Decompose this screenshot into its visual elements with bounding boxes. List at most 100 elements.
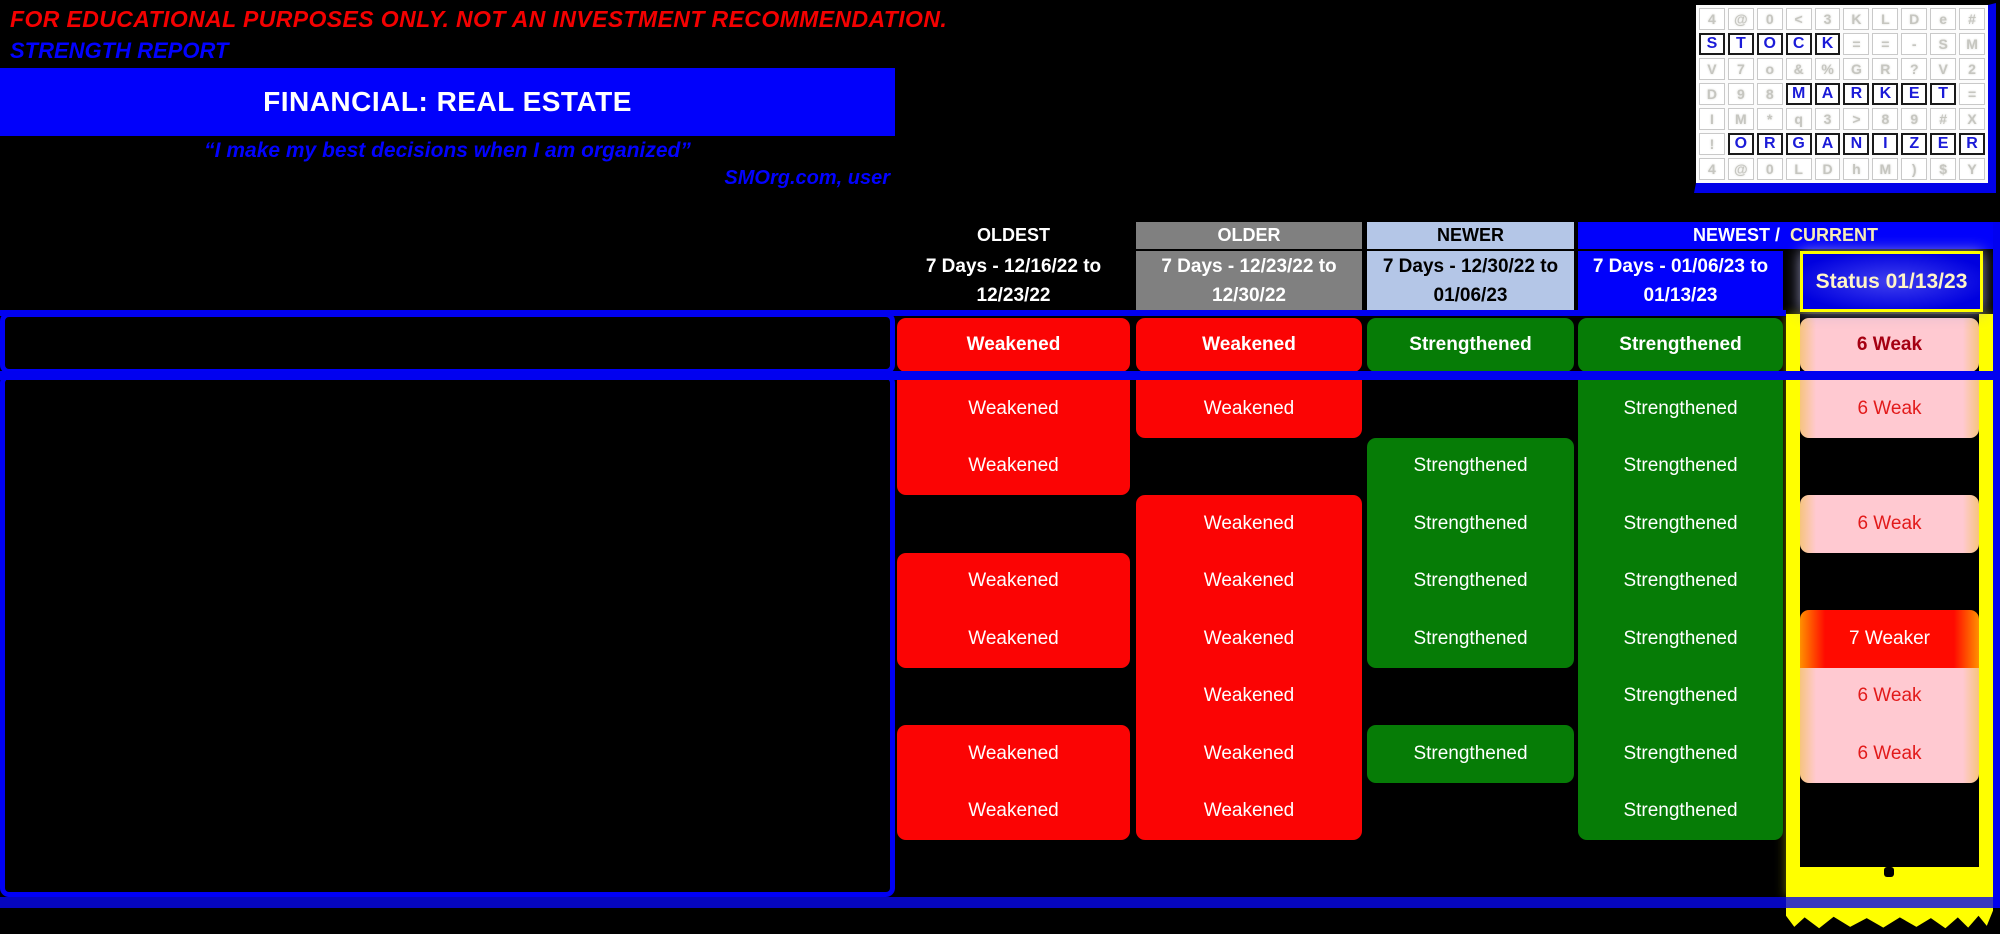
table-right-border (1993, 222, 2000, 908)
cell-newest-row-3: Strengthened (1578, 437, 1783, 495)
cell-oldest-row-3: Weakened (897, 437, 1130, 495)
logo-filler-tile: 2 (1959, 58, 1985, 80)
logo-word-tile: R (1756, 133, 1783, 155)
logo-filler-tile: # (1930, 108, 1957, 130)
logo-filler-tile: # (1959, 8, 1985, 30)
status-cell-row-4: 6 Weak (1800, 495, 1979, 553)
cell-newest-row-6: Strengthened (1578, 610, 1783, 668)
cell-oldest-row-8: Weakened (897, 725, 1130, 783)
logo-filler-tile: 3 (1814, 8, 1841, 30)
table-bottom-bar (0, 897, 2000, 908)
redacted-top-row-box (0, 312, 895, 374)
cell-older-row-5: Weakened (1136, 552, 1362, 610)
date-range-older: 7 Days - 12/23/22 to 12/30/22 (1136, 251, 1362, 312)
table-first-row-divider (0, 371, 1993, 380)
sector-title-bar: FINANCIAL: REAL ESTATE (0, 68, 895, 136)
logo-word-tile: G (1785, 133, 1812, 155)
logo-filler-tile: 0 (1756, 158, 1783, 180)
logo-word-tile: C (1785, 33, 1812, 55)
logo-word-tile: R (1843, 83, 1870, 105)
logo-filler-tile: 4 (1699, 8, 1725, 30)
logo-word-tile: O (1756, 33, 1783, 55)
cell-newest-row-5: Strengthened (1578, 552, 1783, 610)
motto-quote: “I make my best decisions when I am orga… (204, 139, 691, 162)
logo-filler-tile: e (1930, 8, 1957, 30)
cell-newest-row-7: Strengthened (1578, 667, 1783, 725)
cell-newer-row-8: Strengthened (1367, 725, 1574, 783)
logo-filler-tile: D (1699, 83, 1725, 105)
logo-filler-tile: Y (1959, 158, 1985, 180)
logo-filler-tile: = (1959, 83, 1985, 105)
logo-filler-tile: D (1814, 158, 1841, 180)
logo-word-tile: K (1814, 33, 1841, 55)
logo-word-tile: N (1843, 133, 1870, 155)
date-range-newest: 7 Days - 01/06/23 to 01/13/23 (1578, 251, 1783, 312)
logo-filler-tile: ! (1699, 133, 1725, 155)
logo-word-tile: T (1930, 83, 1957, 105)
logo-filler-tile: M (1727, 108, 1754, 130)
logo-filler-tile: @ (1727, 158, 1754, 180)
logo-word-tile: E (1930, 133, 1957, 155)
logo-filler-tile: = (1872, 33, 1899, 55)
column-header-older: OLDER (1136, 222, 1362, 249)
logo-word-tile: A (1814, 133, 1841, 155)
quote-attribution: SMOrg.com, user (724, 167, 890, 189)
logo-filler-tile: L (1872, 8, 1899, 30)
logo-filler-tile: 8 (1756, 83, 1783, 105)
cell-oldest-row-9: Weakened (897, 782, 1130, 840)
logo-word-tile: S (1699, 33, 1725, 55)
logo-filler-tile: 8 (1872, 108, 1899, 130)
table-top-rule (0, 310, 1786, 316)
cell-older-row-1: Weakened (1136, 318, 1362, 372)
cell-newer-row-1: Strengthened (1367, 318, 1574, 372)
logo-filler-tile: ? (1901, 58, 1928, 80)
cell-oldest-row-1: Weakened (897, 318, 1130, 372)
cell-newest-row-2: Strengthened (1578, 380, 1783, 438)
logo-filler-tile: S (1930, 33, 1957, 55)
column-header-newer: NEWER (1367, 222, 1574, 249)
cell-oldest-row-5: Weakened (897, 552, 1130, 610)
report-type-label: STRENGTH REPORT (10, 38, 229, 63)
status-dot-marker (1884, 867, 1894, 877)
cell-newest-row-1: Strengthened (1578, 318, 1783, 372)
cell-newest-row-4: Strengthened (1578, 495, 1783, 553)
logo-filler-tile: 4 (1699, 158, 1725, 180)
logo-word-tile: O (1727, 133, 1754, 155)
logo-filler-tile: 7 (1727, 58, 1754, 80)
cell-older-row-6: Weakened (1136, 610, 1362, 668)
logo-filler-tile: $ (1930, 158, 1957, 180)
date-range-oldest: 7 Days - 12/16/22 to 12/23/22 (925, 256, 1102, 306)
redacted-stock-list-box (0, 374, 895, 897)
cell-newer-row-5: Strengthened (1367, 552, 1574, 610)
cell-newer-row-6: Strengthened (1367, 610, 1574, 668)
logo-filler-tile: ) (1901, 158, 1928, 180)
logo-word-tile: E (1901, 83, 1928, 105)
logo-filler-tile: > (1843, 108, 1870, 130)
cell-newer-row-3: Strengthened (1367, 437, 1574, 495)
logo-filler-tile: * (1756, 108, 1783, 130)
logo-filler-tile: G (1843, 58, 1870, 80)
logo-word-tile: I (1872, 133, 1899, 155)
logo-filler-tile: R (1872, 58, 1899, 80)
page-title: FINANCIAL: REAL ESTATE (263, 86, 632, 117)
logo-filler-tile: D (1901, 8, 1928, 30)
logo-filler-tile: = (1843, 33, 1870, 55)
status-column-header: Status 01/13/23 (1800, 251, 1983, 312)
cell-newer-row-4: Strengthened (1367, 495, 1574, 553)
educational-disclaimer: FOR EDUCATIONAL PURPOSES ONLY. NOT AN IN… (10, 6, 948, 32)
logo-filler-tile: h (1843, 158, 1870, 180)
cell-newest-row-9: Strengthened (1578, 782, 1783, 840)
logo-filler-tile: L (1785, 158, 1812, 180)
logo-filler-tile: V (1699, 58, 1725, 80)
logo-word-tile: Z (1901, 133, 1928, 155)
cell-older-row-4: Weakened (1136, 495, 1362, 553)
status-cell-row-7: 6 Weak (1800, 667, 1979, 725)
cell-older-row-9: Weakened (1136, 782, 1362, 840)
logo-filler-tile: V (1930, 58, 1957, 80)
logo-filler-tile: I (1699, 108, 1725, 130)
logo-filler-tile: q (1785, 108, 1812, 130)
logo-word-tile: K (1872, 83, 1899, 105)
